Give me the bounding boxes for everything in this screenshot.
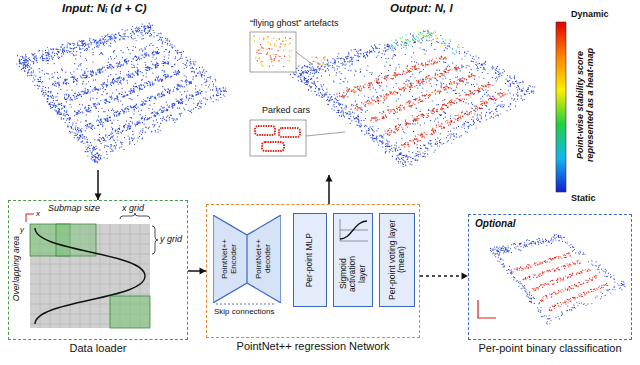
node-text: Data loader xyxy=(9,342,187,355)
label: Static xyxy=(571,193,596,203)
point-cloud xyxy=(294,39,532,163)
node-text: Sigmoid activation layer xyxy=(339,246,367,302)
illustration-part xyxy=(279,128,300,137)
submap xyxy=(56,224,96,256)
arrow-connector xyxy=(326,175,333,204)
arrowhead xyxy=(326,175,333,182)
ghost-point xyxy=(254,36,324,70)
sigmoid-curve xyxy=(337,217,369,243)
submap xyxy=(110,296,150,328)
label: Submap size xyxy=(48,203,100,213)
network-box: PointNet++ regression NetworkPointNet++ … xyxy=(206,204,420,338)
label: Skip connections xyxy=(214,307,274,316)
encoder-block: PointNet++ Encoder xyxy=(213,215,247,303)
node-text: Per-point binary classification xyxy=(469,342,631,355)
point-cloud xyxy=(392,31,459,50)
label: y xyxy=(20,225,24,234)
grid-line xyxy=(30,224,150,328)
trapezoid xyxy=(213,215,247,303)
label: x grid xyxy=(122,203,144,213)
node-text: Per-point MLP xyxy=(305,233,314,287)
sigmoid-block: Sigmoid activation layer xyxy=(333,213,373,307)
arrow-connector xyxy=(95,170,102,200)
optional-box: OptionalPer-point binary classification xyxy=(468,214,632,340)
point-cloud xyxy=(391,29,452,53)
ghost-point xyxy=(257,37,325,68)
grid-area xyxy=(30,224,150,328)
scan-path xyxy=(35,228,145,324)
node-text: Input: Nᵢ (d + C) xyxy=(62,2,147,14)
cars-inset xyxy=(250,120,306,156)
voting-block: Per-point voting layer (mean) xyxy=(379,213,415,307)
point-cloud xyxy=(337,57,505,147)
node-text: PointNet++ decoder xyxy=(255,236,273,282)
trapezoid xyxy=(247,215,281,303)
connector-line xyxy=(420,275,468,277)
point-cloud xyxy=(290,31,534,167)
label: Dynamic xyxy=(571,9,609,19)
label: y grid xyxy=(160,234,182,244)
heat-map-bar xyxy=(556,22,566,192)
ghost-point xyxy=(255,37,325,69)
node-text: Optional xyxy=(475,218,516,229)
axis xyxy=(340,219,368,241)
illustration-part xyxy=(255,126,275,135)
node-text: Output: N, l xyxy=(390,2,453,14)
point-cloud xyxy=(393,31,458,54)
decoder-block: PointNet++ decoder xyxy=(247,215,281,303)
point-cloud xyxy=(17,25,221,160)
node-text: PointNet++ regression Network xyxy=(207,340,419,353)
curve xyxy=(340,221,367,239)
point-cloud xyxy=(18,23,227,163)
data-loader-box: Data loader xyxy=(8,200,188,340)
brace xyxy=(120,213,150,219)
car-shapes xyxy=(255,126,300,151)
node-text: PointNet++ Encoder xyxy=(221,236,239,282)
point-cloud xyxy=(514,253,608,311)
arrow-connector xyxy=(420,273,468,280)
mlp-block: Per-point MLP xyxy=(293,213,327,307)
illustration-part xyxy=(262,142,284,151)
axes xyxy=(478,300,496,318)
ghost-points xyxy=(254,36,325,70)
input-panel: Input: Nᵢ (d + C) xyxy=(0,0,232,170)
label: Parked cars xyxy=(262,105,310,115)
label: x xyxy=(36,209,40,218)
arrow-connector xyxy=(188,268,206,275)
point-cloud xyxy=(490,235,624,325)
leader-line xyxy=(296,52,312,64)
node-text: Per-point voting layer (mean) xyxy=(388,218,407,302)
label: “flying ghost” artefacts xyxy=(250,18,339,28)
label: Overlapping area xyxy=(12,236,21,301)
label: Point-wise stability score represented a… xyxy=(576,30,596,180)
leader-line xyxy=(306,132,345,136)
axes xyxy=(26,214,34,222)
grid-lines xyxy=(30,224,150,328)
skip-line xyxy=(216,304,274,305)
brace xyxy=(152,226,158,254)
